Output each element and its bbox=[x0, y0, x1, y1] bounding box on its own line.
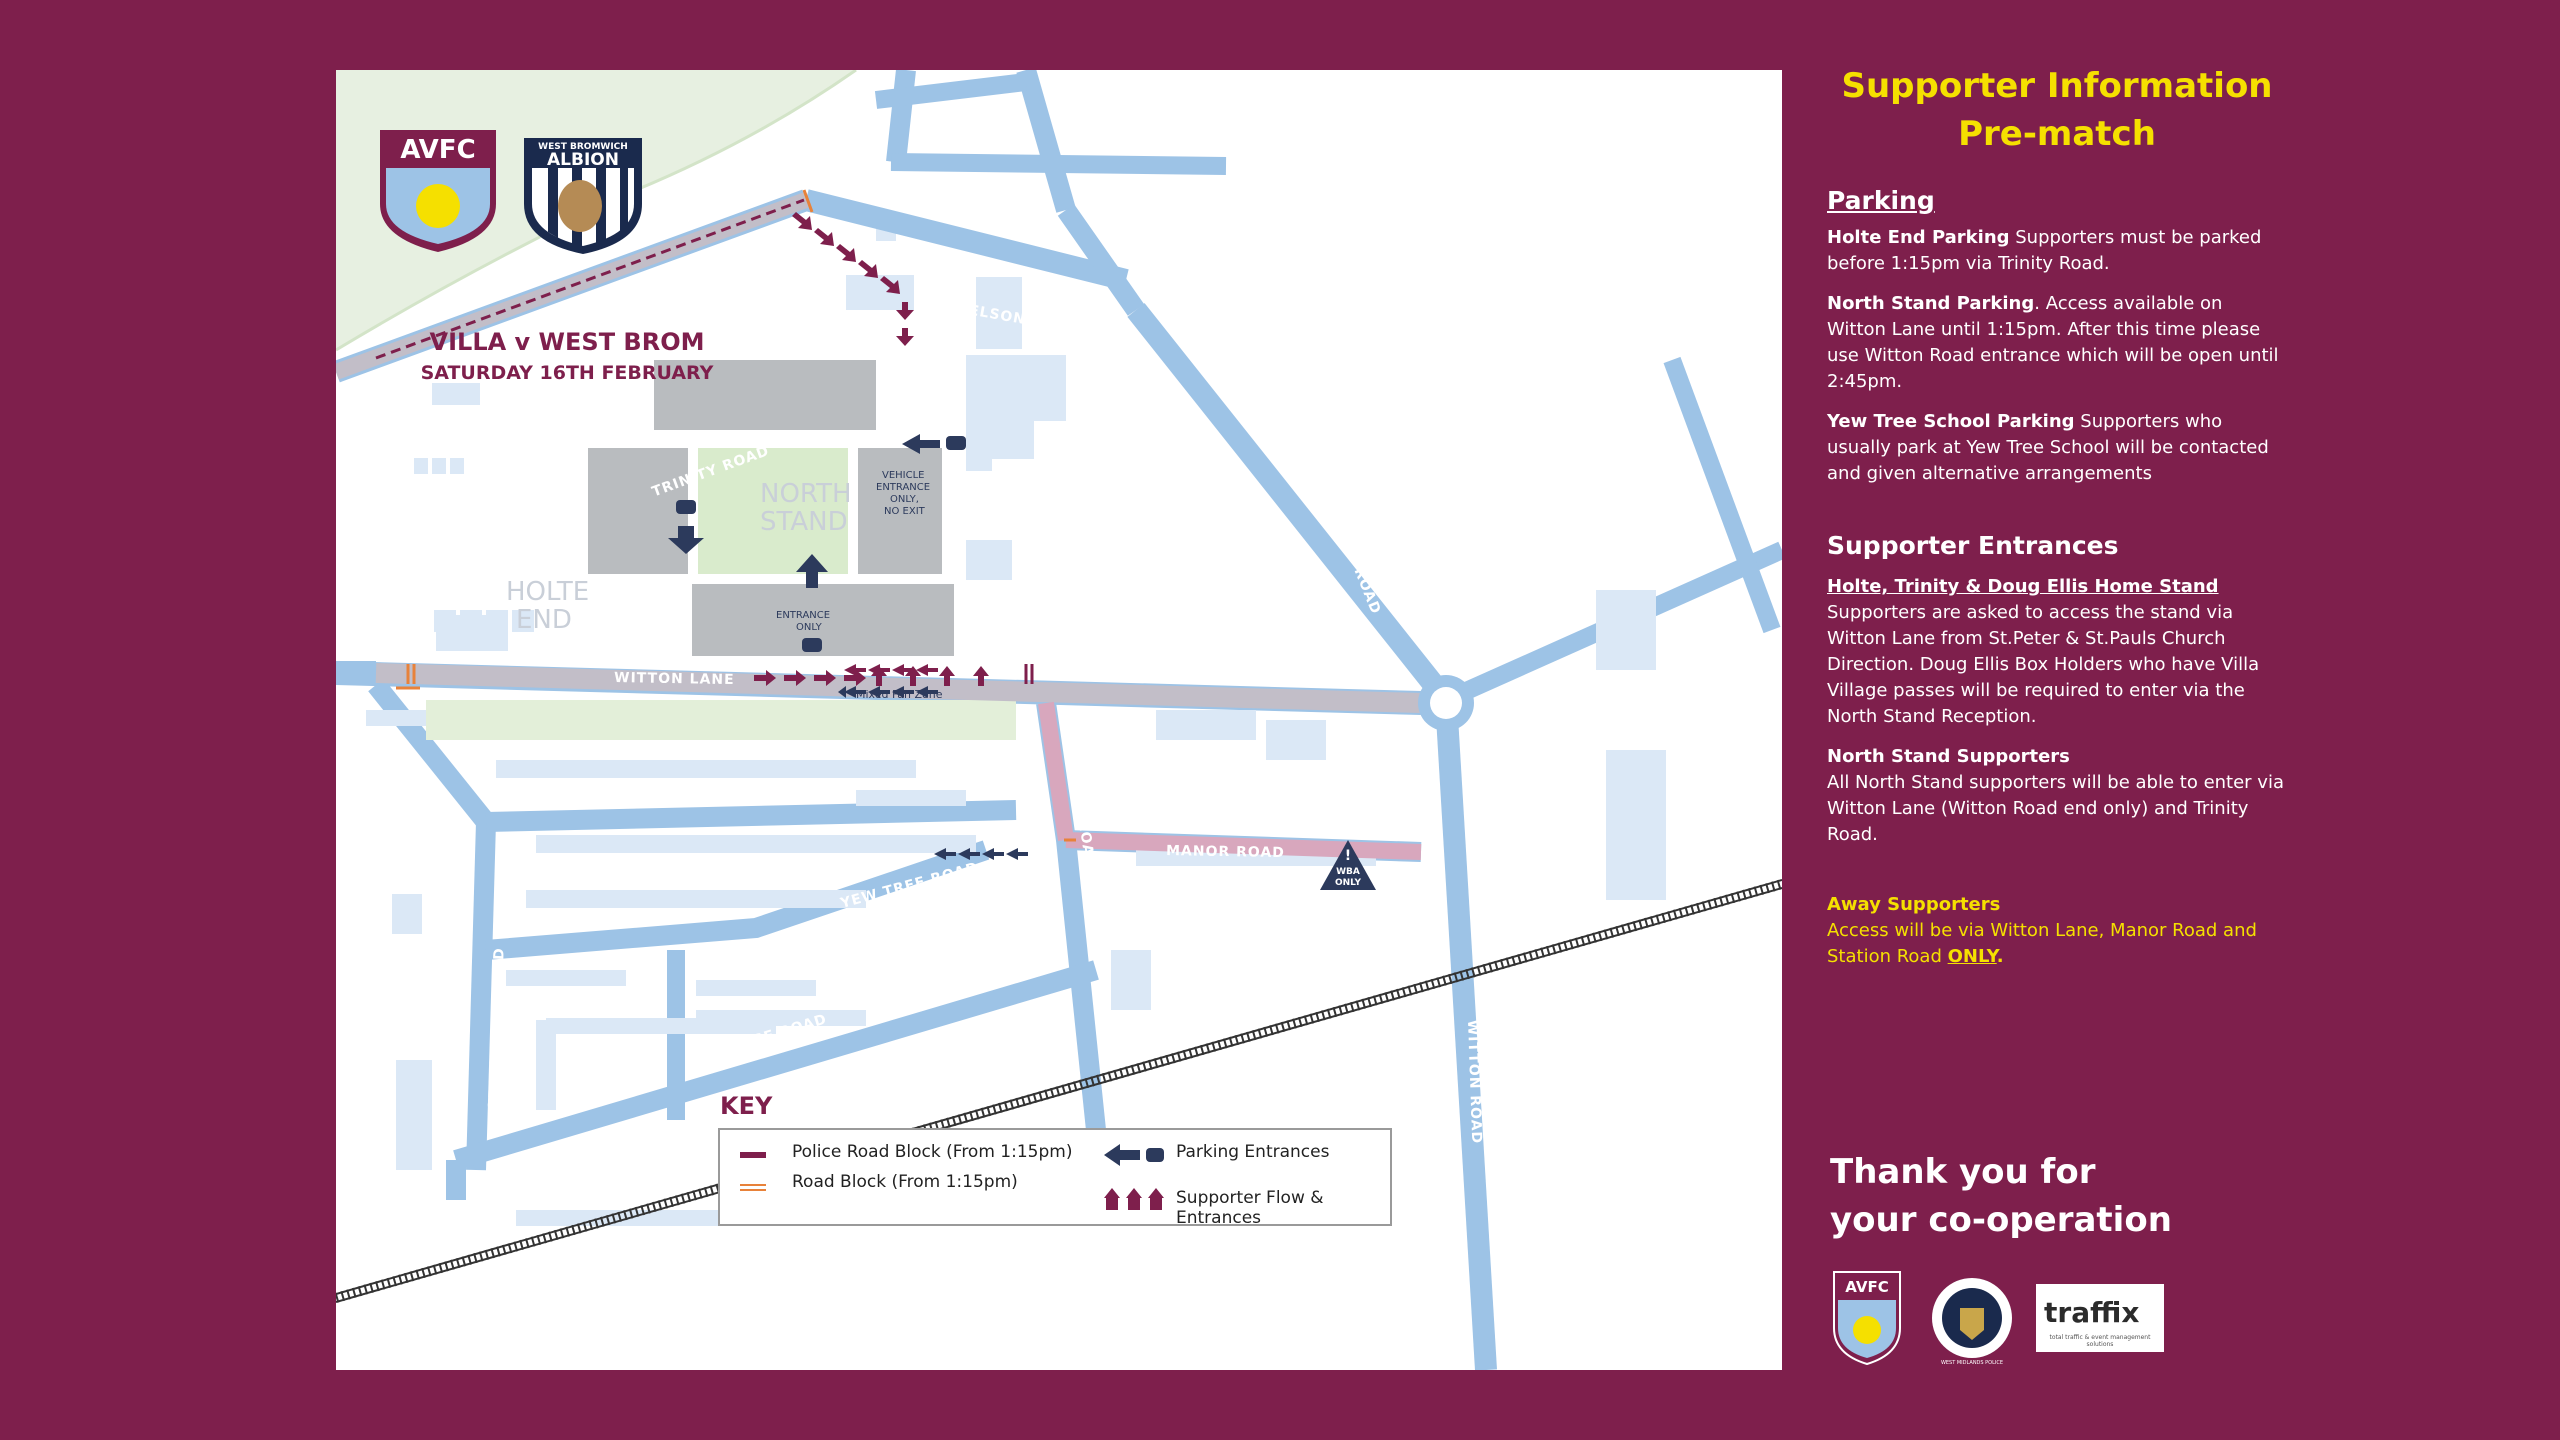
label-witton-road-lower: WITTON ROAD bbox=[1464, 1020, 1484, 1145]
holte-parking-text: Supporters must be parked before 1:15pm … bbox=[1827, 227, 2262, 274]
green-strip bbox=[426, 700, 1016, 740]
thanks-line1: Thank you for bbox=[1830, 1152, 2096, 1192]
parking-arrow-icon bbox=[1104, 1144, 1166, 1170]
north-stand-block bbox=[858, 448, 942, 574]
wba-badge-main: ALBION bbox=[547, 150, 619, 170]
road-block-swatch bbox=[740, 1184, 766, 1191]
north-stand-line2: STAND bbox=[760, 507, 848, 537]
label-manor-road: MANOR ROAD bbox=[1166, 843, 1285, 861]
logo-avfc-text: AVFC bbox=[1845, 1278, 1888, 1296]
car-icon bbox=[802, 638, 822, 652]
entrance-only-line1: ENTRANCE bbox=[776, 610, 830, 621]
parking-entrance-witton-road bbox=[902, 434, 966, 454]
key-police-block: Police Road Block (From 1:15pm) bbox=[792, 1142, 1073, 1162]
entrance-arrow-up bbox=[796, 554, 828, 588]
vehicle-line3: ONLY, bbox=[890, 494, 919, 505]
avfc-badge-text: AVFC bbox=[400, 135, 475, 165]
supporter-flow-nelson bbox=[792, 212, 914, 346]
match-title: VILLA v WEST BROM bbox=[429, 328, 705, 356]
map-key: Police Road Block (From 1:15pm) Road Blo… bbox=[718, 1128, 1392, 1228]
holte-stand-heading: Holte, Trinity & Doug Ellis Home Stand bbox=[1827, 576, 2219, 597]
away-only: ONLY bbox=[1947, 946, 1997, 967]
yew-parking-bold: Yew Tree School Parking bbox=[1827, 411, 2075, 432]
thanks-message: Thank you for your co-operation bbox=[1830, 1148, 2172, 1244]
mixed-fan-zone-arrow bbox=[838, 686, 846, 698]
witton-lane-overlay bbox=[375, 663, 1422, 713]
north-stand-line1: NORTH bbox=[760, 479, 852, 509]
police-block-swatch bbox=[740, 1152, 766, 1158]
info-panel: Supporter Information Pre-match Parking … bbox=[1827, 62, 2287, 970]
warning-mark: ! bbox=[1345, 848, 1351, 864]
away-heading: Away Supporters bbox=[1827, 894, 2001, 915]
stadium-clean bbox=[588, 360, 954, 656]
wba-line1: WBA bbox=[1336, 867, 1360, 877]
thanks-line2: your co-operation bbox=[1830, 1200, 2172, 1240]
panel-title-line1: Supporter Information bbox=[1841, 66, 2273, 106]
yew-parking-text: Supporters who usually park at Yew Tree … bbox=[1827, 411, 2269, 484]
key-road-block: Road Block (From 1:15pm) bbox=[792, 1172, 1018, 1192]
railway bbox=[336, 879, 1782, 1303]
traffix-logo: traffix total traffic & event management… bbox=[2036, 1284, 2164, 1352]
police-blocks bbox=[1024, 664, 1034, 684]
traffix-tagline: total traffic & event management solutio… bbox=[2049, 1334, 2151, 1348]
holte-parking-para: Holte End Parking Supporters must be par… bbox=[1827, 225, 2287, 277]
holte-stand-text: Supporters are asked to access the stand… bbox=[1827, 602, 2260, 727]
holte-end-line1: HOLTE bbox=[506, 577, 589, 607]
pitch-area bbox=[698, 448, 848, 574]
logo-police-text: WEST MIDLANDS POLICE bbox=[1941, 1360, 2003, 1366]
north-supporters-heading: North Stand Supporters bbox=[1827, 746, 2070, 767]
manor-road-overlay bbox=[1065, 832, 1422, 860]
label-witton-lane: WITTON LANE bbox=[614, 670, 735, 688]
map-markers: ! WBA ONLY bbox=[336, 189, 1782, 1303]
key-parking-entrances: Parking Entrances bbox=[1176, 1142, 1330, 1162]
away-flow-witton-lane bbox=[844, 664, 938, 676]
entrance-only-line2: ONLY bbox=[796, 622, 823, 633]
north-parking-para: North Stand Parking. Access available on… bbox=[1827, 291, 2287, 395]
entrances-heading: Supporter Entrances bbox=[1827, 531, 2119, 560]
north-parking-text: . Access available on Witton Lane until … bbox=[1827, 293, 2279, 392]
north-supporters-text: All North Stand supporters will be able … bbox=[1827, 772, 2284, 845]
police-logo: WEST MIDLANDS POLICE bbox=[1930, 1268, 2014, 1372]
holte-end-line2: END bbox=[516, 605, 572, 635]
map-overlay: TRINITY ROAD NELSON ROAD WITTON ROAD WIT… bbox=[486, 300, 1484, 1145]
label-serpentine-road: SERPENTINE ROAD bbox=[486, 947, 508, 1110]
station-road-overlay bbox=[1038, 701, 1074, 842]
manor-road-flow bbox=[934, 848, 1028, 860]
light-blue-blocks bbox=[436, 615, 508, 651]
terrace-rows bbox=[366, 590, 1666, 1226]
away-text: Access will be via Witton Lane, Manor Ro… bbox=[1827, 920, 2257, 967]
key-supporter-flow: Supporter Flow & Entrances bbox=[1176, 1188, 1324, 1228]
parking-entrance-trinity bbox=[668, 500, 704, 554]
holte-stand bbox=[588, 448, 688, 574]
wba-badge-top: WEST BROMWICH bbox=[538, 142, 628, 152]
away-period: . bbox=[1996, 946, 2004, 967]
away-para: Access will be via Witton Lane, Manor Ro… bbox=[1827, 918, 2287, 970]
doug-ellis-stand bbox=[692, 584, 954, 656]
road-blocks bbox=[396, 189, 1438, 842]
match-date: SATURDAY 16TH FEBRUARY bbox=[420, 362, 714, 384]
north-parking-bold: North Stand Parking bbox=[1827, 293, 2035, 314]
top-stand bbox=[654, 360, 876, 430]
vehicle-line1: VEHICLE bbox=[882, 470, 925, 481]
wba-line2: ONLY bbox=[1335, 878, 1362, 888]
panel-title-line2: Pre-match bbox=[1958, 114, 2156, 154]
supporter-flow-icon bbox=[1104, 1188, 1170, 1214]
vehicle-line2: ENTRANCE bbox=[876, 482, 930, 493]
traffix-wordmark: traffix bbox=[2044, 1296, 2140, 1329]
key-title: KEY bbox=[720, 1092, 773, 1120]
holte-parking-bold: Holte End Parking bbox=[1827, 227, 2010, 248]
stadium-map: TRINITY ROAD NELSON ROAD WITTON ROAD WIT… bbox=[336, 70, 1782, 1370]
parking-heading: Parking bbox=[1827, 186, 1935, 215]
wba-only-sign: ! WBA ONLY bbox=[1320, 840, 1376, 890]
avfc-logo: AVFC bbox=[1832, 1270, 1902, 1370]
police-block-trinity bbox=[375, 198, 805, 360]
vehicle-line4: NO EXIT bbox=[884, 506, 926, 517]
away-flow-lower bbox=[844, 686, 938, 698]
yew-parking-para: Yew Tree School Parking Supporters who u… bbox=[1827, 409, 2287, 487]
